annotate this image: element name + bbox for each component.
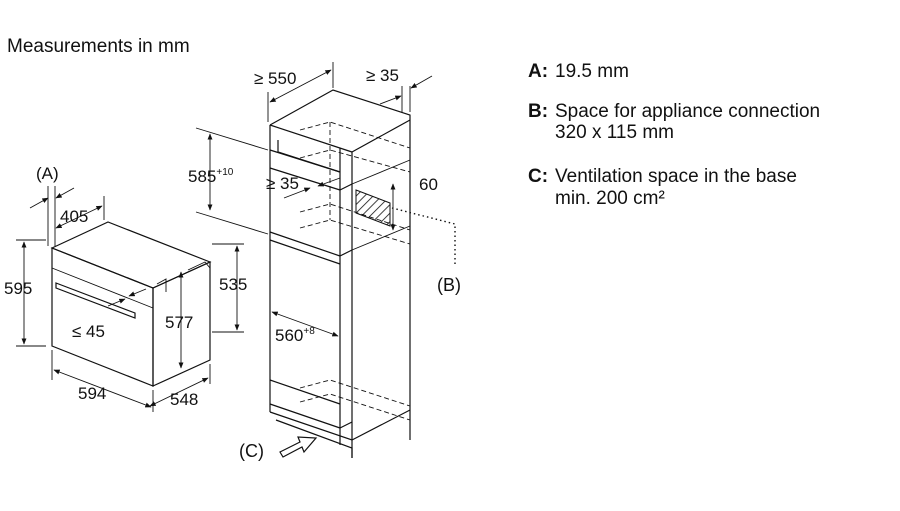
legend: A: 19.5 mm B: Space for appliance connec… — [528, 61, 825, 209]
ventilation-arrow — [279, 436, 318, 458]
legend-c: C: Ventilation space in the base min. 20… — [528, 166, 802, 209]
connection-area-hatch — [355, 189, 391, 227]
dim-60: 60 — [419, 175, 438, 194]
dim-35-mid: ≥ 35 — [266, 174, 299, 193]
cabinet-drawing — [269, 89, 411, 458]
label-b: (B) — [437, 275, 461, 295]
legend-b: B: Space for appliance connection 320 x … — [528, 101, 825, 143]
dim-535: 535 — [219, 275, 247, 294]
dim-405: 405 — [60, 207, 88, 226]
legend-a: A: 19.5 mm — [528, 61, 629, 82]
dim-585: 585+10 — [188, 167, 234, 186]
dim-548: 548 — [170, 390, 198, 409]
dim-594: 594 — [78, 384, 106, 403]
dim-577: 577 — [165, 313, 193, 332]
oven-drawing — [50, 221, 212, 387]
header-text: Measurements in mm — [7, 36, 190, 57]
dim-35-top: ≥ 35 — [366, 66, 399, 85]
dim-595: 595 — [4, 279, 32, 298]
dim-45: ≤ 45 — [72, 322, 105, 341]
label-a: (A) — [36, 164, 59, 183]
dim-560: 560+8 — [275, 326, 315, 345]
dim-550: ≥ 550 — [254, 69, 296, 88]
label-c: (C) — [239, 441, 264, 461]
